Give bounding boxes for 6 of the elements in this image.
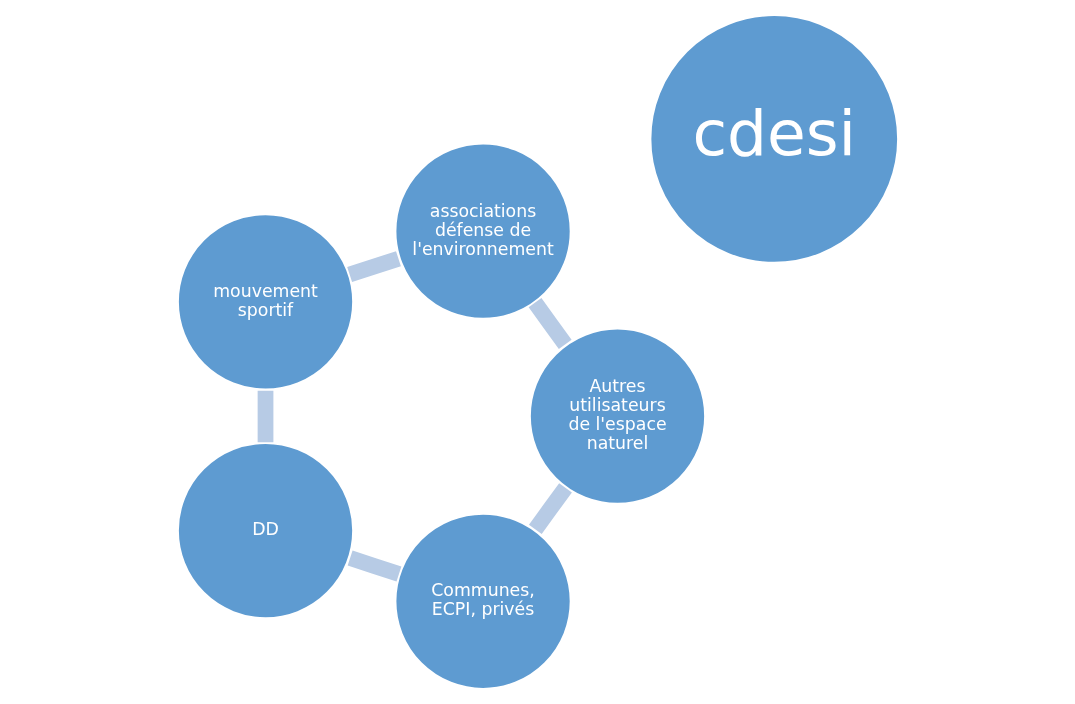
connector — [257, 390, 273, 443]
connector — [346, 251, 401, 283]
connector — [528, 483, 572, 534]
connector — [528, 298, 572, 349]
connector — [347, 550, 401, 582]
node-circle: mouvement sportif — [175, 212, 355, 392]
